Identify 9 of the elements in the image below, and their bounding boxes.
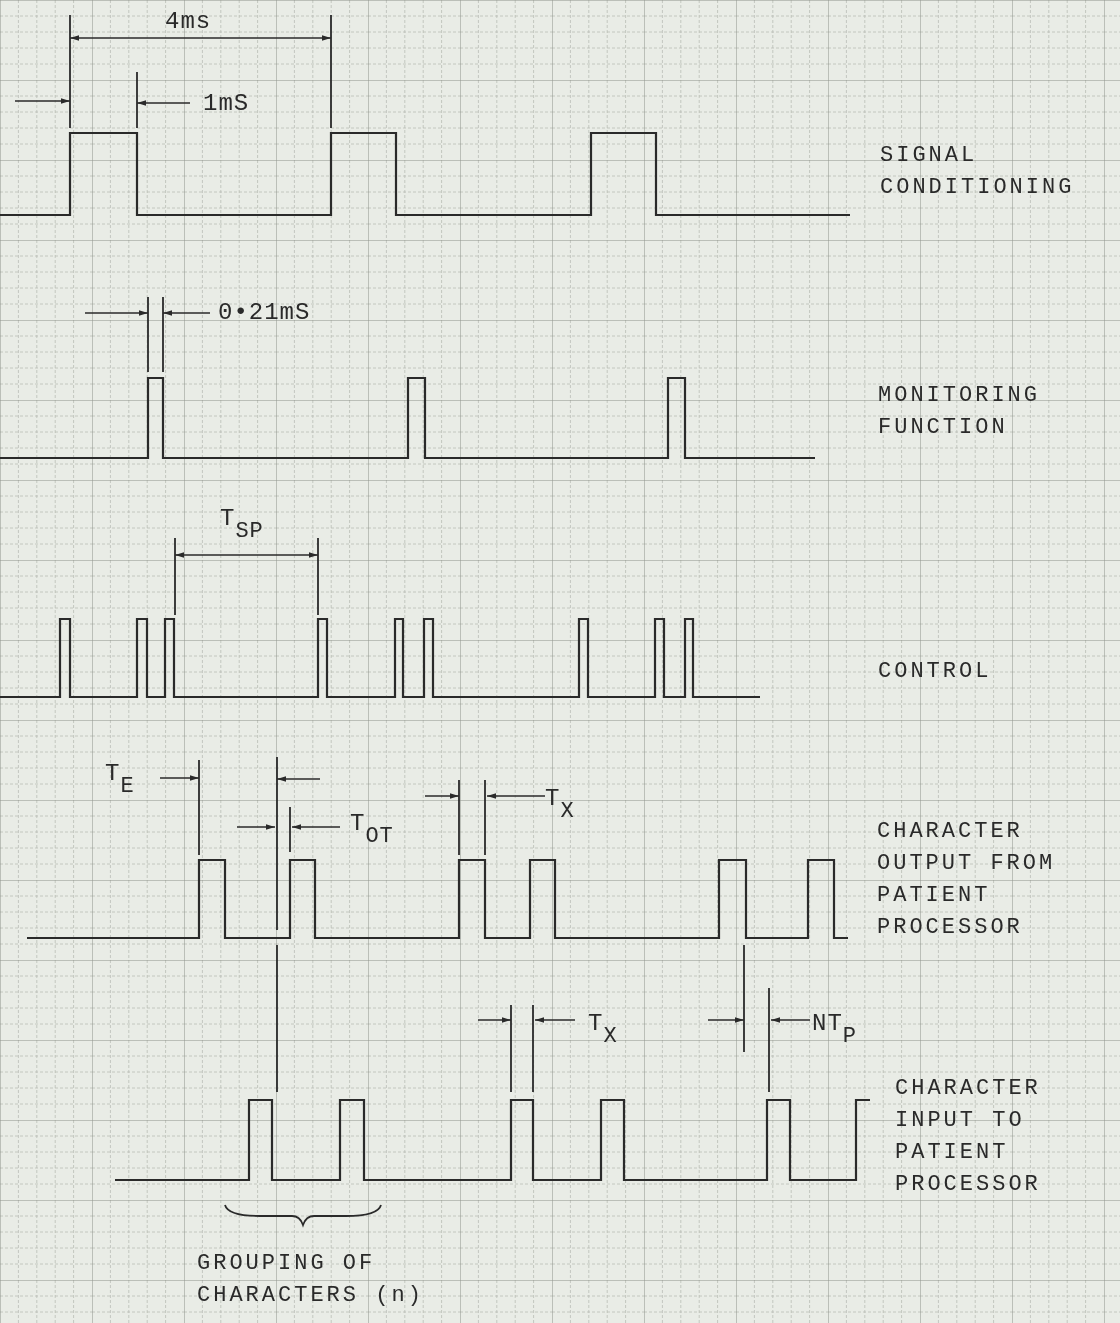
signal-name: CHARACTER OUTPUT FROM PATIENT PROCESSOR: [877, 818, 1057, 942]
signal-name: MONITORING FUNCTION: [878, 382, 1042, 442]
signal-name: CONTROL: [878, 658, 993, 686]
dimension-label: 4ms: [165, 7, 213, 37]
signal-name: SIGNAL CONDITIONING: [880, 142, 1076, 202]
dimension-label: 1mS: [203, 89, 251, 119]
annotation: GROUPING OF CHARACTERS (n): [197, 1250, 425, 1310]
dimension-label: 0•21mS: [218, 298, 312, 328]
signal-name: CHARACTER INPUT TO PATIENT PROCESSOR: [895, 1075, 1042, 1199]
